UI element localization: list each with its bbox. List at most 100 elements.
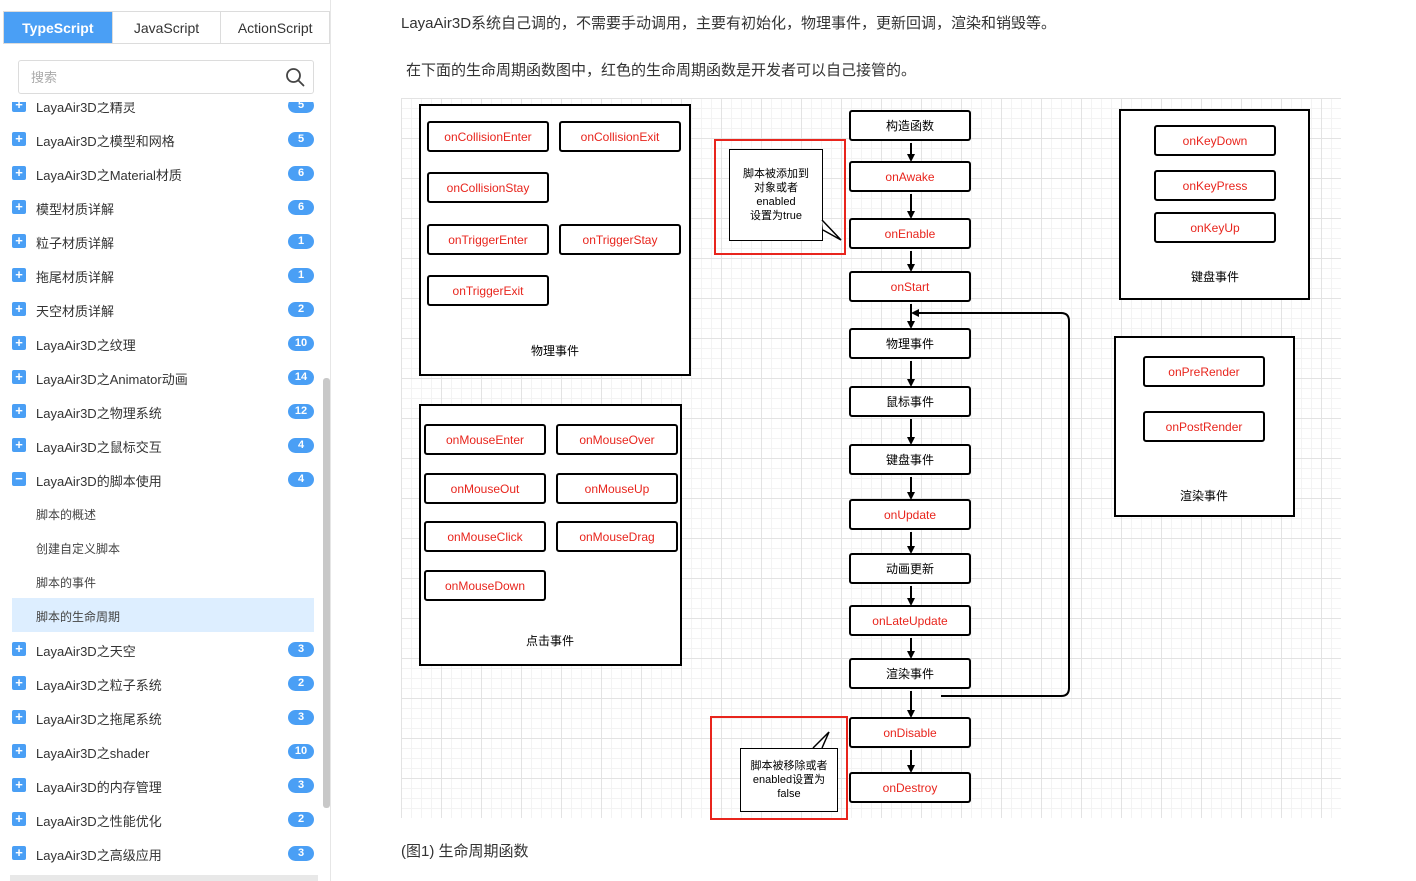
count-badge: 5 [288, 132, 314, 147]
sidebar-subitem-label: 脚本的生命周期 [36, 610, 121, 624]
physics-event-node: onTriggerStay [559, 224, 681, 255]
sidebar-subitem-label: 创建自定义脚本 [36, 542, 121, 556]
expand-icon[interactable]: + [12, 302, 26, 316]
search-input[interactable] [19, 61, 279, 93]
sidebar-item-label: LayaAir3D之鼠标交互 [36, 440, 162, 455]
add-script-highlight [714, 139, 846, 255]
sidebar-item-label: LayaAir3D的脚本使用 [36, 474, 162, 489]
callout-tails [812, 219, 842, 749]
physics-event-node: onTriggerExit [427, 275, 549, 306]
expand-icon[interactable]: + [12, 370, 26, 384]
lifecycle-step-node: onLateUpdate [849, 605, 971, 636]
sidebar-item-label: 拖尾材质详解 [36, 270, 115, 285]
count-badge: 2 [288, 676, 314, 691]
expand-icon[interactable]: + [12, 744, 26, 758]
sidebar-subitem-label: 脚本的事件 [36, 576, 97, 590]
remove-script-callout: 脚本被移除或者 enabled设置为 false [740, 748, 838, 812]
figure-caption: (图1) 生命周期函数 [401, 843, 529, 860]
count-badge: 14 [288, 370, 314, 385]
sidebar-item-label: 模型材质详解 [36, 202, 115, 217]
expand-icon[interactable]: + [12, 710, 26, 724]
sidebar-scrollbar[interactable] [323, 378, 330, 808]
add-script-callout: 脚本被添加到 对象或者 enabled 设置为true [729, 149, 823, 241]
intro-paragraph: LayaAir3D系统自己调的，不需要手动调用，主要有初始化，物理事件，更新回调… [401, 15, 1057, 32]
count-badge: 1 [288, 268, 314, 283]
count-badge: 1 [288, 234, 314, 249]
expand-icon[interactable]: + [12, 642, 26, 656]
expand-icon[interactable]: + [12, 778, 26, 792]
search-icon[interactable] [285, 67, 305, 87]
count-badge: 6 [288, 166, 314, 181]
sidebar-subitem-selected[interactable]: 脚本的生命周期 [12, 598, 314, 632]
count-badge: 12 [288, 404, 314, 419]
count-badge: 4 [288, 472, 314, 487]
expand-icon[interactable]: + [12, 846, 26, 860]
callout-remove-line-2: enabled设置为 [752, 774, 826, 786]
sidebar-item[interactable]: + LayaAir3D之Animator动画 14 [0, 360, 322, 394]
sidebar-item-label: LayaAir3D之Material材质 [36, 168, 182, 183]
sidebar-item-label: LayaAir3D之物理系统 [36, 406, 162, 421]
sidebar-item-label: LayaAir3D的内存管理 [36, 780, 162, 795]
mouse-event-node: onMouseUp [556, 473, 678, 504]
expand-icon[interactable]: + [12, 132, 26, 146]
sidebar-item[interactable]: + LayaAir3D之Material材质 6 [0, 156, 322, 190]
expand-icon[interactable]: + [12, 676, 26, 690]
sidebar-item[interactable]: −LayaAir3D的脚本使用 4 [0, 462, 322, 496]
physics-event-node: onCollisionStay [427, 172, 549, 203]
callout-add-line-3: enabled [756, 196, 796, 208]
lifecycle-step-node: 物理事件 [849, 328, 971, 359]
sidebar-item[interactable]: + LayaAir3D之精灵 5 [0, 102, 322, 122]
lifecycle-step-node: onStart [849, 271, 971, 302]
count-badge: 5 [288, 102, 314, 113]
lifecycle-step-node: onAwake [849, 161, 971, 192]
sidebar-item[interactable]: + 拖尾材质详解 1 [0, 258, 322, 292]
lifecycle-step-node: onDestroy [849, 772, 971, 803]
sidebar-horizontal-scrollbar[interactable] [10, 875, 318, 881]
physics-event-node: onCollisionEnter [427, 121, 549, 152]
count-badge: 3 [288, 710, 314, 725]
callout-add-line-2: 对象或者 [754, 182, 798, 194]
expand-icon[interactable]: + [12, 102, 26, 112]
sidebar-subitem[interactable]: 脚本的事件 [0, 564, 322, 598]
mouse-event-node: onMouseDrag [556, 521, 678, 552]
sidebar-item-label: LayaAir3D之性能优化 [36, 814, 162, 829]
expand-icon[interactable]: + [12, 268, 26, 282]
expand-icon[interactable]: + [12, 812, 26, 826]
tab-actionscript[interactable]: ActionScript [221, 12, 330, 43]
expand-icon[interactable]: + [12, 336, 26, 350]
expand-icon[interactable]: + [12, 166, 26, 180]
render-events-title: 渲染事件 [1179, 489, 1229, 503]
sidebar-item-label: LayaAir3D之Animator动画 [36, 372, 188, 387]
lifecycle-step-node: onEnable [849, 218, 971, 249]
sidebar-subitem[interactable]: 脚本的概述 [0, 496, 322, 530]
sidebar-item[interactable]: + LayaAir3D之物理系统 12 [0, 394, 322, 428]
callout-remove-line-1: 脚本被移除或者 [750, 760, 828, 772]
legend-paragraph: 在下面的生命周期函数图中，红色的生命周期函数是开发者可以自己接管的。 [406, 62, 917, 79]
expand-icon[interactable]: + [12, 404, 26, 418]
collapse-icon[interactable]: − [12, 472, 26, 486]
lifecycle-step-node: onUpdate [849, 499, 971, 530]
tab-typescript[interactable]: TypeScript [4, 12, 113, 43]
sidebar-subitem[interactable]: 创建自定义脚本 [0, 530, 322, 564]
expand-icon[interactable]: + [12, 200, 26, 214]
expand-icon[interactable]: + [12, 438, 26, 452]
keyboard-event-node: onKeyUp [1154, 212, 1276, 243]
sidebar-item-label: LayaAir3D之精灵 [36, 102, 136, 115]
count-badge: 3 [288, 846, 314, 861]
expand-icon[interactable]: + [12, 234, 26, 248]
tab-javascript[interactable]: JavaScript [112, 12, 222, 43]
keyboard-event-node: onKeyPress [1154, 170, 1276, 201]
